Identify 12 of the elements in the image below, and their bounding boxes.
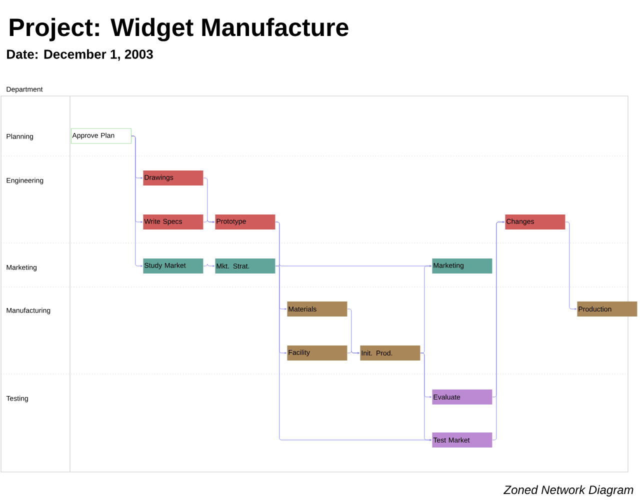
title: Project: Widget Manufacture xyxy=(10,18,348,42)
arrow xyxy=(203,264,215,267)
arrow xyxy=(492,221,505,440)
arrow xyxy=(420,265,432,354)
arrow xyxy=(347,350,360,354)
arrow xyxy=(131,136,143,267)
caption: Zoned Network Diagram xyxy=(504,485,634,496)
arrow xyxy=(203,220,215,223)
date-subtitle: Date: December 1, 2003 xyxy=(7,49,153,61)
arrow xyxy=(565,222,577,310)
arrow xyxy=(420,352,432,441)
arrow xyxy=(275,222,287,354)
